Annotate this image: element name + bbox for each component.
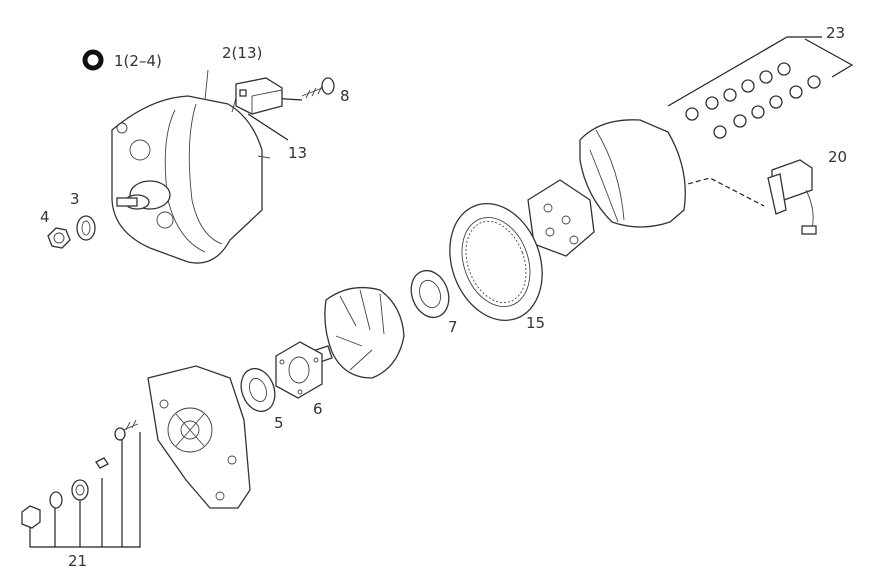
nut-part-4 <box>47 227 71 249</box>
label-21: 21 <box>68 552 87 570</box>
label-23: 23 <box>826 24 845 42</box>
label-7: 7 <box>448 318 458 336</box>
black-ring-icon <box>82 49 104 71</box>
hardware-set-part-23 <box>685 62 821 139</box>
rectifier-plate <box>527 179 595 257</box>
label-8: 8 <box>340 87 350 105</box>
label-1: 1(2–4) <box>114 52 162 70</box>
label-4: 4 <box>40 208 50 226</box>
washer-part-3 <box>76 215 96 241</box>
alternator-assembly <box>111 69 271 264</box>
label-13: 13 <box>288 144 307 162</box>
bearing-part-5 <box>240 367 276 413</box>
label-20: 20 <box>828 148 847 166</box>
capacitor-part-20 <box>767 159 817 235</box>
bearing-part-7 <box>410 269 450 319</box>
regulator-part-2 <box>235 77 283 115</box>
rear-housing-cover <box>579 119 686 228</box>
drive-end-frame <box>147 365 251 509</box>
rotor-claw-pole <box>309 286 405 379</box>
hardware-set-part-21 <box>21 419 139 529</box>
label-6: 6 <box>313 400 323 418</box>
label-2: 2(13) <box>222 44 262 62</box>
stator-ring-part-15 <box>449 202 543 322</box>
screw-part-8 <box>301 77 335 99</box>
label-15: 15 <box>526 314 545 332</box>
bearing-plate-part-6 <box>275 341 323 399</box>
label-5: 5 <box>274 414 284 432</box>
label-3: 3 <box>70 190 80 208</box>
leader-lines <box>29 36 854 548</box>
